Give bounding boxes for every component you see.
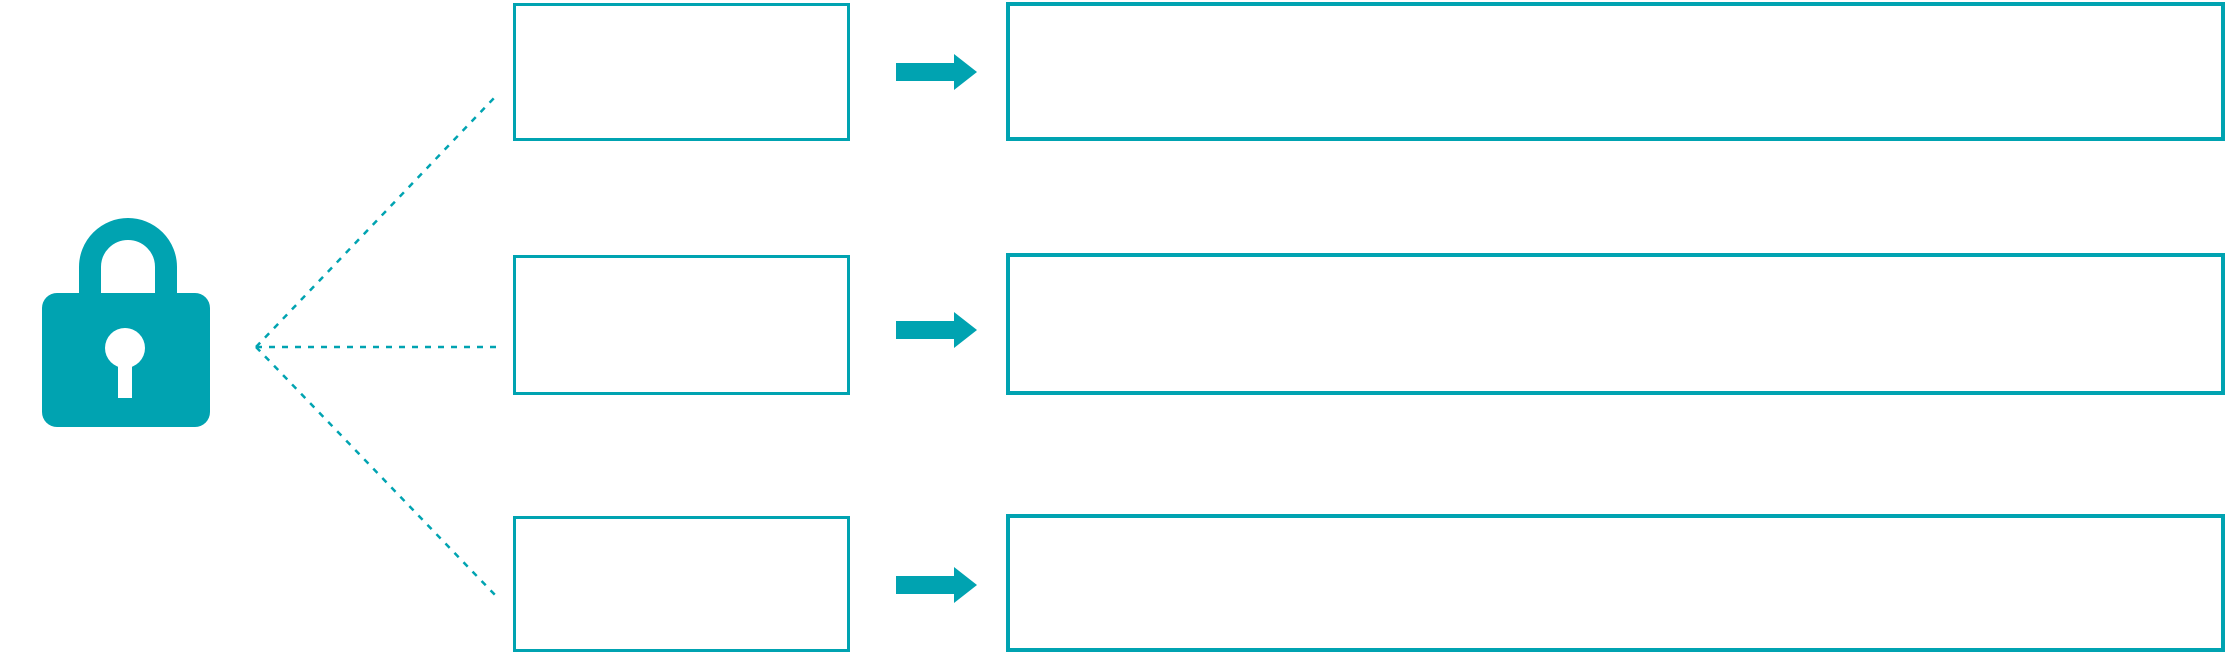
- right-arrow-icon: [896, 54, 977, 90]
- key-box: [513, 3, 850, 141]
- key-box: [513, 516, 850, 652]
- connector-bottom: [255, 346, 498, 598]
- padlock-icon: [42, 218, 210, 427]
- connector-top: [255, 96, 496, 348]
- dashed-connector-lines: [255, 96, 503, 598]
- key-box: [513, 255, 850, 395]
- detail-box: [1006, 2, 2225, 141]
- detail-box: [1006, 514, 2225, 652]
- right-arrow-icon: [896, 312, 977, 348]
- detail-box: [1006, 253, 2225, 395]
- right-arrow-icon: [896, 567, 977, 603]
